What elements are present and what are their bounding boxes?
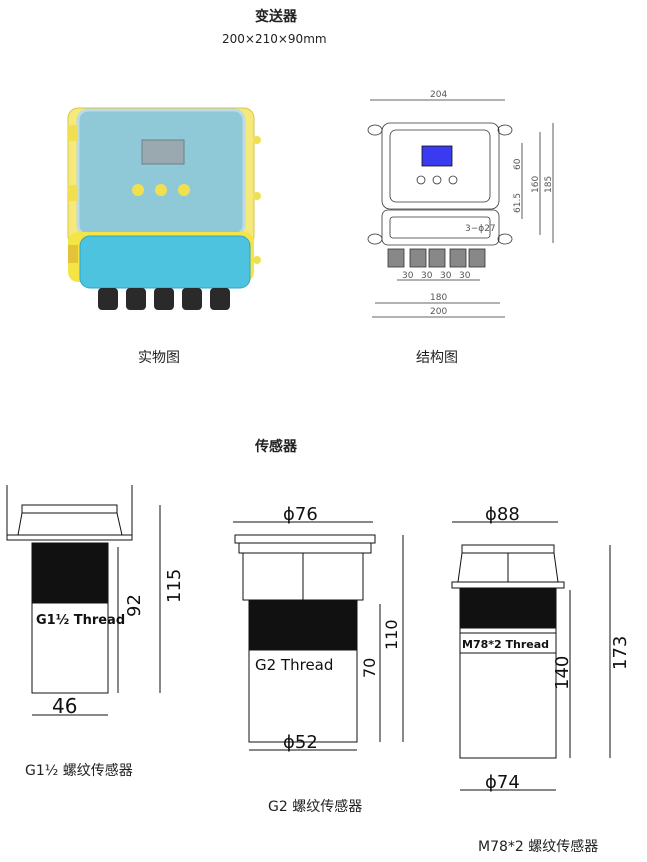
dim-204: 204 [430, 90, 447, 100]
dim-height-total: 173 [610, 636, 631, 670]
dim-30: 30 [421, 271, 433, 281]
sensor-g2-drawing: ϕ76 G2 Thread 70 110 ϕ52 [233, 504, 404, 753]
dim-diameter: ϕ74 [485, 772, 520, 793]
dim-diameter: ϕ52 [283, 732, 318, 753]
sensor-m78-drawing: ϕ88 M78*2 Thread 140 173 ϕ74 [451, 504, 631, 793]
dim-height-thread: 140 [552, 656, 573, 690]
dim-height-total: 115 [164, 569, 185, 603]
photo-caption: 实物图 [138, 350, 180, 366]
dim-30: 30 [402, 271, 414, 281]
dim-180: 180 [430, 293, 447, 303]
dim-top-diameter: ϕ88 [485, 504, 520, 525]
drawing-caption: 结构图 [416, 350, 458, 366]
sensor-g1-5-drawing: G1½ Thread 92 115 46 [6, 485, 185, 718]
thread-label: M78*2 Thread [462, 638, 549, 651]
transmitter-drawing: 204 3−ϕ27 30 30 30 30 180 200 60 61.5 16… [367, 90, 554, 318]
sensor-caption: M78*2 螺纹传感器 [478, 839, 599, 855]
sensor-caption: G2 螺纹传感器 [268, 799, 363, 815]
transmitter-size: 200×210×90mm [222, 32, 327, 46]
thread-label: G2 Thread [255, 656, 333, 674]
dim-185: 185 [544, 176, 554, 193]
dim-height-thread: 70 [360, 658, 379, 678]
dim-diameter: 46 [52, 694, 77, 718]
sensor-caption: G1½ 螺纹传感器 [25, 763, 133, 779]
dim-160: 160 [531, 176, 541, 193]
dim-61-5: 61.5 [513, 193, 523, 213]
thread-label: G1½ Thread [36, 613, 125, 628]
dim-top-diameter: ϕ76 [283, 504, 318, 525]
dim-height-thread: 92 [124, 594, 145, 617]
dim-30: 30 [440, 271, 452, 281]
dim-200: 200 [430, 307, 447, 317]
dim-holes: 3−ϕ27 [465, 224, 496, 234]
transmitter-title: 变送器 [255, 9, 297, 25]
sensors-title: 传感器 [255, 439, 297, 455]
dim-60: 60 [513, 158, 523, 170]
dim-30: 30 [459, 271, 471, 281]
dim-height-total: 110 [382, 619, 401, 650]
transmitter-photo [67, 107, 261, 310]
